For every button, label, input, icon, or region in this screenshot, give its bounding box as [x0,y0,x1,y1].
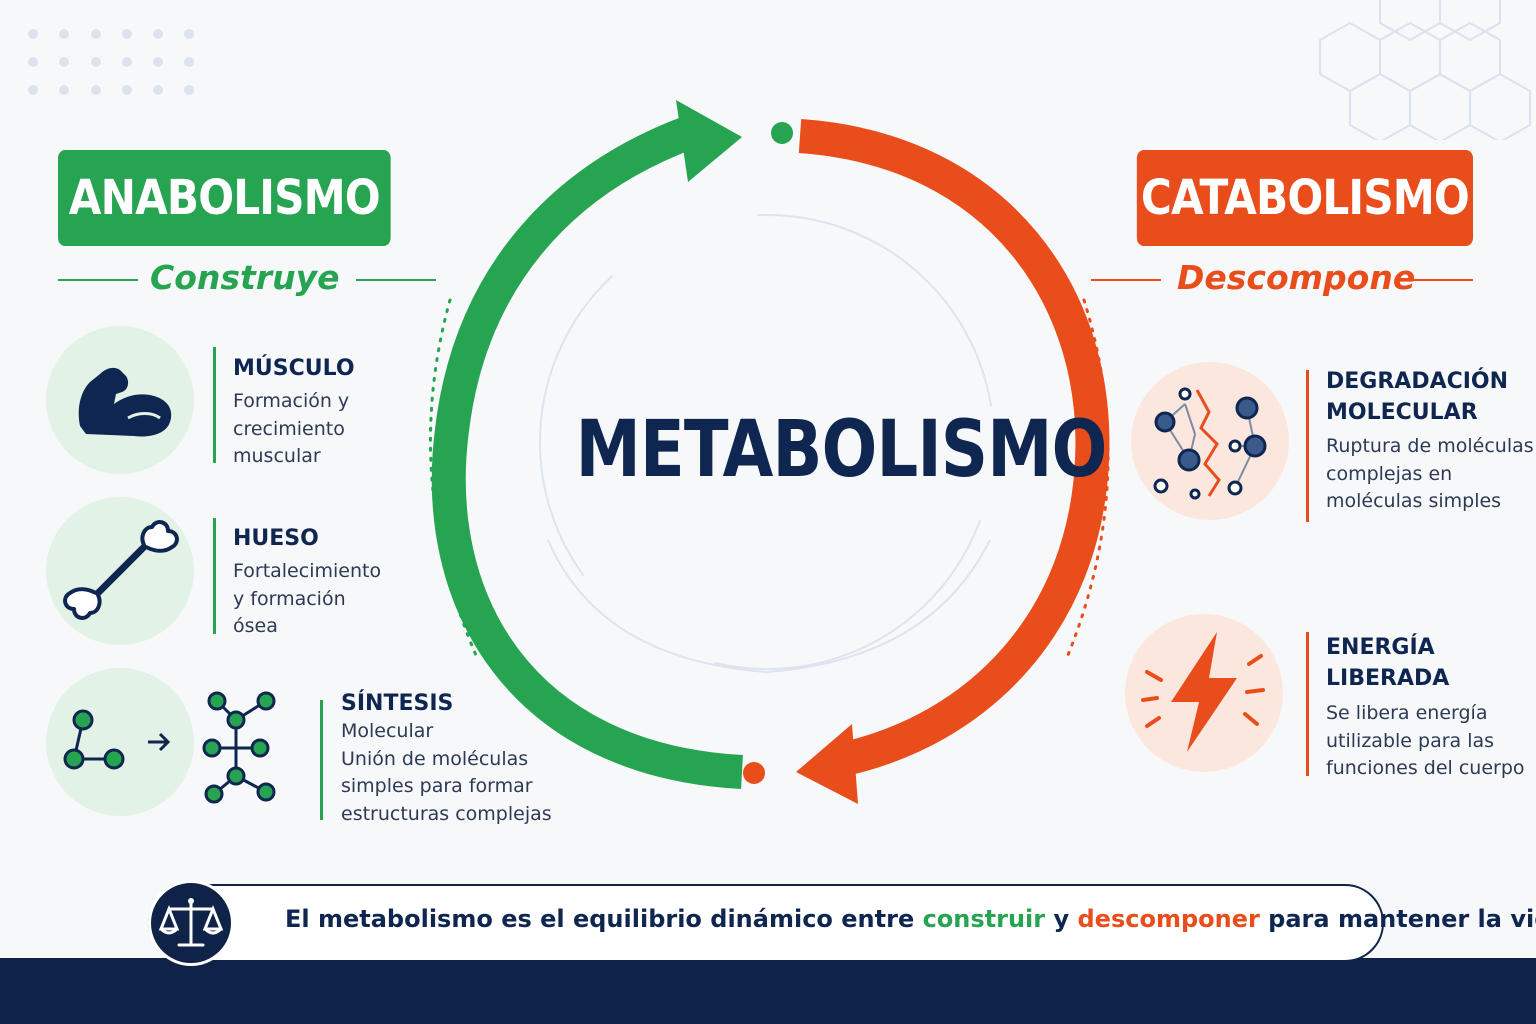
bone-title: HUESO [233,526,319,551]
metabolism-title: METABOLISMO [575,405,1108,495]
decorative-hexagon-pattern [1319,0,1531,140]
catabolism-arrowhead [796,724,858,804]
degradation-icon-circle [1131,362,1289,520]
cycle-dot-top [771,122,793,144]
bone-divider [213,518,216,634]
muscle-description: Formación y crecimiento muscular [233,390,350,467]
bone-description: Fortalecimiento y formación ósea [233,560,382,637]
catabolism-subtitle: Descompone [1177,258,1416,297]
degradation-title: DEGRADACIÓN MOLECULAR [1326,369,1509,425]
catabolism-rule-right [1410,279,1473,281]
anabolism-arrow-arc [431,116,743,789]
synthesis-divider [320,700,323,820]
energy-title: ENERGÍA LIBERADA [1326,635,1450,691]
footer-text-before: El metabolismo es el equilibrio dinámico… [285,905,923,933]
catabolism-badge: CATABOLISMO [1136,150,1473,246]
molecule-synthesis-icon [63,691,276,804]
catabolism-title: CATABOLISMO [1140,170,1470,226]
footer-banner [148,884,1384,962]
energy-divider [1306,632,1309,776]
degradation-description: Ruptura de moléculas complejas en molécu… [1326,435,1534,512]
inner-ring-top [539,214,995,670]
lightning-icon [1141,632,1265,752]
anabolism-title: ANABOLISMO [68,170,381,226]
degradation-divider [1306,370,1309,522]
anabolism-arrowhead [676,100,742,182]
synthesis-description: Molecular Unión de moléculas simples par… [341,720,552,825]
decorative-dot-grid [28,29,194,95]
bone-icon-circle [46,497,194,645]
bone-icon [63,520,179,620]
footer-text-after: para mantener la vida. [1268,905,1536,933]
catabolism-rule-left [1091,279,1161,281]
footer-message: El metabolismo es el equilibrio dinámico… [285,905,1536,933]
balance-scale-icon [158,898,224,947]
energy-description: Se libera energía utilizable para las fu… [1326,702,1525,779]
footer-word-build: construir [922,905,1046,933]
cycle-dot-bottom [743,762,765,784]
catabolism-arrow-arc [798,119,1110,777]
footer-text-middle: y [1045,905,1078,933]
muscle-icon-circle [46,326,194,474]
anabolism-rule-right [356,279,436,281]
anabolism-badge: ANABOLISMO [58,150,391,246]
muscle-icon [78,367,172,437]
anabolism-subtitle: Construye [150,258,340,297]
muscle-title: MÚSCULO [233,356,355,381]
balance-scale-icon-circle [148,880,234,966]
synthesis-title: SÍNTESIS [341,691,454,716]
anabolism-rule-left [58,279,138,281]
footer-word-break: descomponer [1077,905,1260,933]
molecule-breakdown-icon [1153,387,1267,500]
muscle-divider [213,347,216,463]
energy-icon-circle [1125,614,1283,772]
bottom-band [0,958,1536,1024]
